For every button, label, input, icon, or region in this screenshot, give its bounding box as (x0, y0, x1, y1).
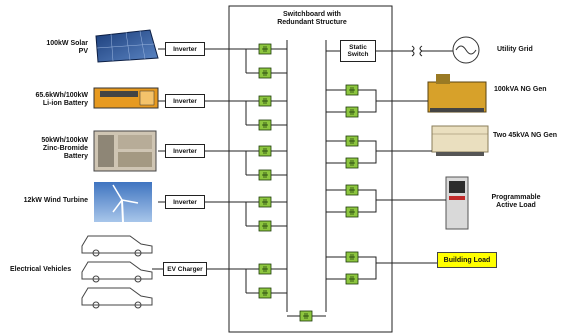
breaker (299, 310, 313, 322)
breaker (258, 220, 272, 232)
ng-gen-100kva-label: 100kVA NG Gen (494, 86, 547, 93)
breaker (258, 287, 272, 299)
source-label-wind: 12kW Wind Turbine (23, 197, 88, 204)
breaker (258, 263, 272, 275)
transformer (411, 45, 423, 57)
solar-panel-icon (95, 29, 159, 63)
breaker (345, 84, 359, 96)
breaker (345, 273, 359, 285)
breaker (345, 251, 359, 263)
building-load-box: Building Load (437, 252, 497, 268)
ng-generator-100kva-icon (427, 74, 487, 113)
active-load-label: Programmable Active Load (491, 194, 541, 209)
ev-charger-box: EV Charger (163, 262, 207, 276)
breaker (345, 206, 359, 218)
breaker (345, 135, 359, 147)
breaker (258, 145, 272, 157)
utility-grid-label: Utility Grid (497, 46, 533, 53)
breaker (345, 184, 359, 196)
inverter-box-solar: Inverter (165, 42, 205, 56)
source-label-li-ion: 65.6kWh/100kW Li-ion Battery (35, 92, 88, 107)
utility-grid-icon (452, 36, 480, 64)
switchboard-title: Switchboard with Redundant Structure (277, 11, 347, 26)
li-ion-battery-icon (93, 87, 159, 109)
zinc-bromide-battery-icon (93, 130, 157, 172)
breaker (345, 157, 359, 169)
breaker (345, 106, 359, 118)
ng-gen-two-45kva-label: Two 45kVA NG Gen (493, 132, 558, 139)
electric-vehicles-icon (81, 235, 153, 309)
breaker (258, 43, 272, 55)
wind-turbine-icon (94, 182, 152, 223)
breaker (258, 67, 272, 79)
programmable-load-icon (445, 176, 469, 230)
breaker (258, 119, 272, 131)
source-label-ev: Electrical Vehicles (10, 266, 72, 273)
source-label-solar: 100kW Solar PV (46, 40, 88, 55)
breaker (258, 196, 272, 208)
inverter-box-wind: Inverter (165, 195, 205, 209)
switchboard-frame (228, 5, 393, 333)
static-switch-box: Static Switch (340, 40, 376, 62)
breaker (258, 169, 272, 181)
inverter-box-li-ion: Inverter (165, 94, 205, 108)
inverter-box-zinc-bromide: Inverter (165, 144, 205, 158)
breaker (258, 95, 272, 107)
ng-generator-two-45kva-icon (431, 125, 489, 156)
source-label-zinc-bromide: 50kWh/100kW Zinc-Bromide Battery (41, 137, 88, 160)
